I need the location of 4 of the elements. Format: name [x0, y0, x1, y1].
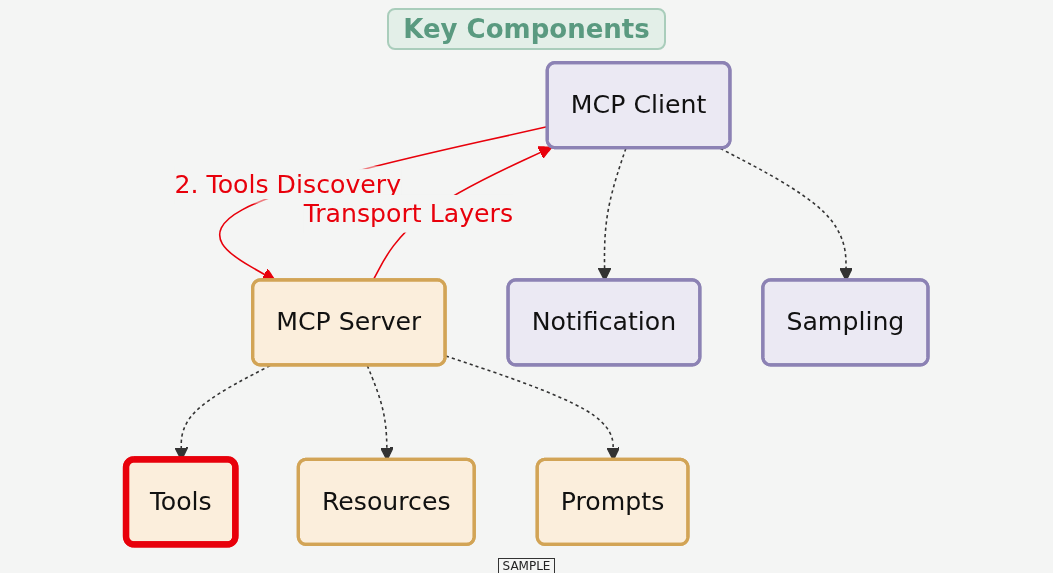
edge-label: 2. Tools Discovery [173, 169, 401, 200]
note-text: SAMPLE [497, 558, 556, 573]
edge-label: Transport Layers [302, 198, 513, 228]
title: Key Components [387, 8, 666, 50]
